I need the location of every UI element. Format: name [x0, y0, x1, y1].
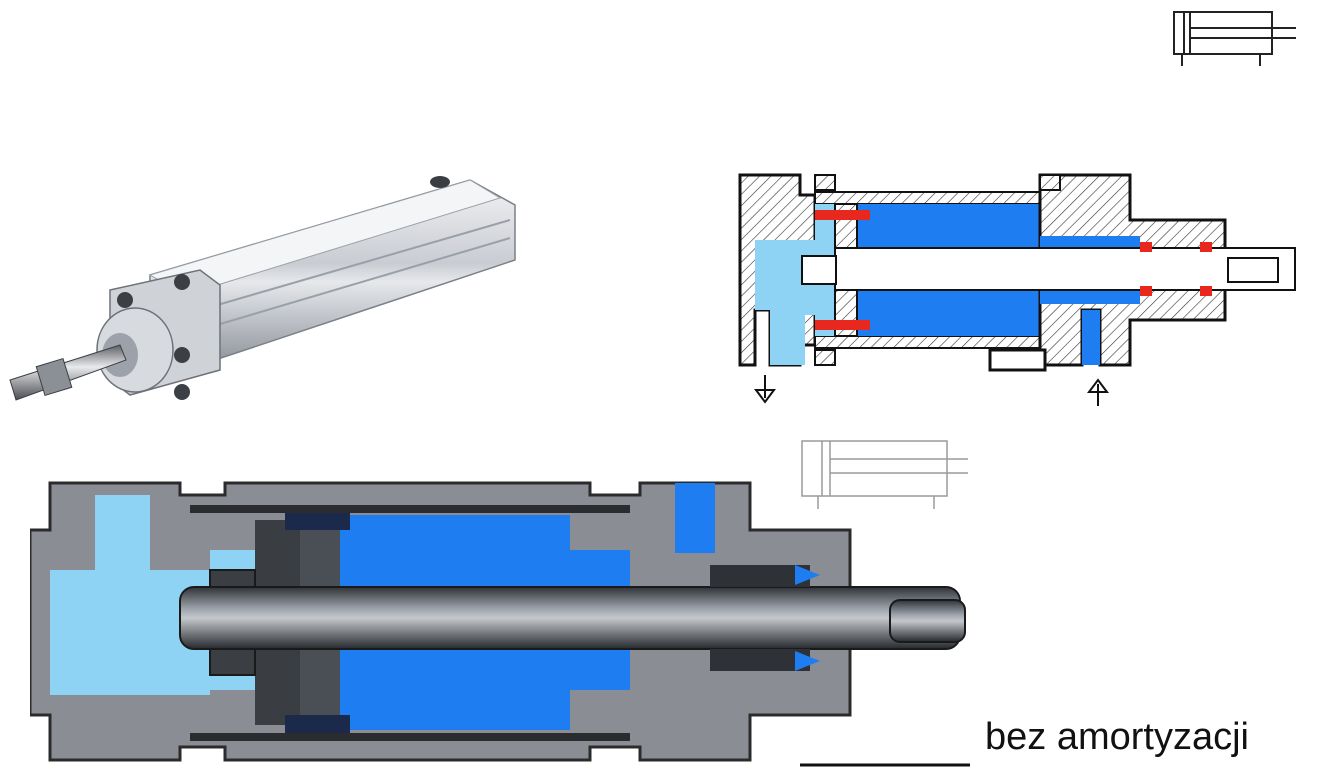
arrow-down-icon — [754, 375, 776, 404]
cylinder-symbol-middle — [801, 440, 968, 509]
cap-screw — [117, 292, 133, 308]
cross-section-drawing — [738, 173, 1296, 406]
cap-screw — [174, 347, 190, 363]
cap-screw — [174, 274, 190, 290]
cylinder-symbol-top — [1173, 11, 1296, 66]
arrow-up-icon — [1087, 378, 1109, 406]
cylinder-cutaway — [30, 481, 970, 767]
caption-text: bez amortyzacji — [985, 716, 1249, 758]
cap-screw — [174, 384, 190, 400]
cylinder-photo — [9, 176, 516, 401]
